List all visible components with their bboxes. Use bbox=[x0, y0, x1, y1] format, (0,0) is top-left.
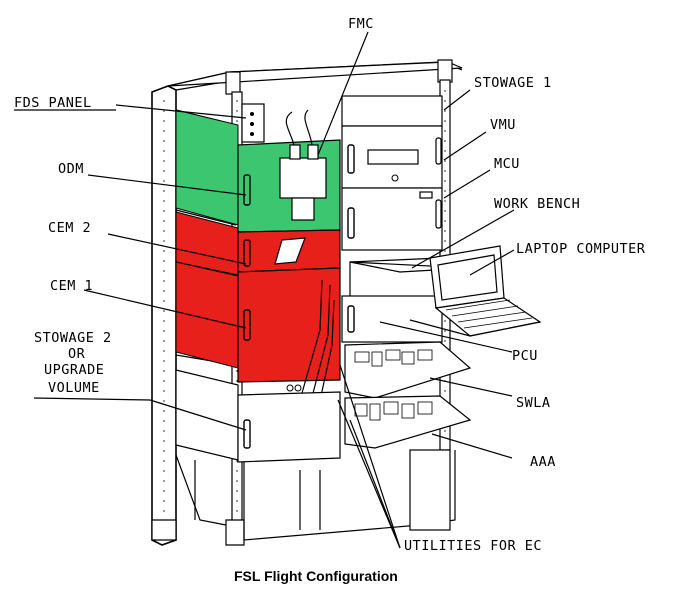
label-stowage2-line3: UPGRADE bbox=[44, 362, 104, 378]
cem1-front-face bbox=[237, 267, 341, 383]
label-pcu: PCU bbox=[512, 348, 538, 364]
figure-caption: FSL Flight Configuration bbox=[234, 568, 398, 584]
label-laptop-computer: LAPTOP COMPUTER bbox=[516, 241, 646, 257]
stowage2-module bbox=[175, 369, 341, 463]
fds-panel-unit bbox=[241, 103, 265, 143]
label-fds-panel: FDS PANEL bbox=[14, 95, 92, 111]
label-mcu: MCU bbox=[494, 156, 520, 172]
label-cem1: CEM 1 bbox=[50, 278, 93, 294]
cem2-module bbox=[175, 211, 341, 276]
labels: FMC FDS PANEL STOWAGE 1 VMU ODM MCU WORK… bbox=[14, 16, 646, 584]
label-odm: ODM bbox=[58, 161, 84, 177]
right-column bbox=[341, 95, 472, 449]
laptop-computer bbox=[409, 245, 542, 337]
label-vmu: VMU bbox=[490, 117, 516, 133]
label-utilities-for-ec: UTILITIES FOR EC bbox=[404, 538, 542, 554]
label-stowage1: STOWAGE 1 bbox=[474, 75, 552, 91]
fmc-unit bbox=[279, 109, 327, 221]
label-swla: SWLA bbox=[516, 395, 551, 411]
label-stowage2-line1: STOWAGE 2 bbox=[34, 330, 112, 346]
label-cem2: CEM 2 bbox=[48, 220, 91, 236]
label-work-bench: WORK BENCH bbox=[494, 196, 580, 212]
label-aaa: AAA bbox=[530, 454, 556, 470]
cem1-side-face bbox=[175, 261, 239, 369]
leader-lines bbox=[33, 31, 515, 549]
odm-side-face bbox=[175, 109, 239, 226]
cem1-module bbox=[175, 261, 341, 411]
label-fmc: FMC bbox=[348, 16, 374, 32]
label-stowage2-line4: VOLUME bbox=[48, 380, 100, 396]
label-stowage2-line2: OR bbox=[68, 346, 86, 362]
